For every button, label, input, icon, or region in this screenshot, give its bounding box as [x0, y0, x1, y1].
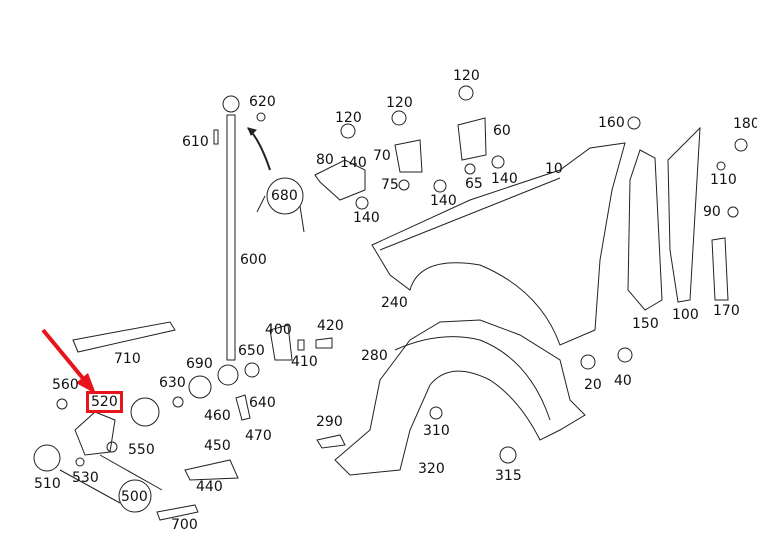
part-label-120[interactable]: 120: [386, 95, 413, 111]
part-label-315[interactable]: 315: [495, 468, 522, 484]
part-label-310[interactable]: 310: [423, 423, 450, 439]
part-label-10[interactable]: 10: [545, 161, 563, 177]
part-label-140[interactable]: 140: [430, 193, 457, 209]
part-label-140[interactable]: 140: [340, 155, 367, 171]
part-label-65[interactable]: 65: [465, 176, 483, 192]
part-label-150[interactable]: 150: [632, 316, 659, 332]
part-label-600[interactable]: 600: [240, 252, 267, 268]
part-label-710[interactable]: 710: [114, 351, 141, 367]
part-label-410[interactable]: 410: [291, 354, 318, 370]
callout-circle-500: [118, 479, 152, 513]
part-label-120[interactable]: 120: [453, 68, 480, 84]
part-label-620[interactable]: 620: [249, 94, 276, 110]
part-label-650[interactable]: 650: [238, 343, 265, 359]
part-label-680[interactable]: 680: [271, 188, 298, 204]
bracket-170: [711, 237, 729, 301]
part-label-470[interactable]: 470: [245, 428, 272, 444]
seal-strip-150: [627, 149, 663, 311]
part-label-180[interactable]: 180: [733, 116, 757, 132]
callout-circle-680: [266, 177, 304, 215]
rod-part: [226, 114, 236, 361]
part-label-90[interactable]: 90: [703, 204, 721, 220]
part-label-560[interactable]: 560: [52, 377, 79, 393]
part-label-550[interactable]: 550: [128, 442, 155, 458]
part-label-100[interactable]: 100: [672, 307, 699, 323]
seal-strip-100: [667, 126, 701, 303]
part-label-70[interactable]: 70: [373, 148, 391, 164]
part-label-160[interactable]: 160: [598, 115, 625, 131]
part-label-80[interactable]: 80: [316, 152, 334, 168]
part-label-700[interactable]: 700: [171, 517, 198, 533]
part-label-640[interactable]: 640: [249, 395, 276, 411]
red-arrow-icon: [41, 328, 96, 394]
part-label-630[interactable]: 630: [159, 375, 186, 391]
part-label-510[interactable]: 510: [34, 476, 61, 492]
part-label-400[interactable]: 400: [265, 322, 292, 338]
part-label-500[interactable]: 500: [121, 489, 148, 505]
part-label-290[interactable]: 290: [316, 414, 343, 430]
part-label-110[interactable]: 110: [710, 172, 737, 188]
part-label-60[interactable]: 60: [493, 123, 511, 139]
part-label-240[interactable]: 240: [381, 295, 408, 311]
wheel-liner-part: [334, 319, 586, 476]
part-label-610[interactable]: 610: [182, 134, 209, 150]
part-label-450[interactable]: 450: [204, 438, 231, 454]
part-label-170[interactable]: 170: [713, 303, 740, 319]
part-label-690[interactable]: 690: [186, 356, 213, 372]
part-label-520[interactable]: 520: [86, 391, 123, 413]
part-label-140[interactable]: 140: [491, 171, 518, 187]
part-label-460[interactable]: 460: [204, 408, 231, 424]
part-label-420[interactable]: 420: [317, 318, 344, 334]
part-label-440[interactable]: 440: [196, 479, 223, 495]
part-label-40[interactable]: 40: [614, 373, 632, 389]
strip-710: [72, 321, 176, 353]
part-label-280[interactable]: 280: [361, 348, 388, 364]
part-label-530[interactable]: 530: [72, 470, 99, 486]
part-label-75[interactable]: 75: [381, 177, 399, 193]
part-label-20[interactable]: 20: [584, 377, 602, 393]
fender-part: [371, 142, 626, 346]
part-label-140[interactable]: 140: [353, 210, 380, 226]
part-label-120[interactable]: 120: [335, 110, 362, 126]
part-label-320[interactable]: 320: [418, 461, 445, 477]
